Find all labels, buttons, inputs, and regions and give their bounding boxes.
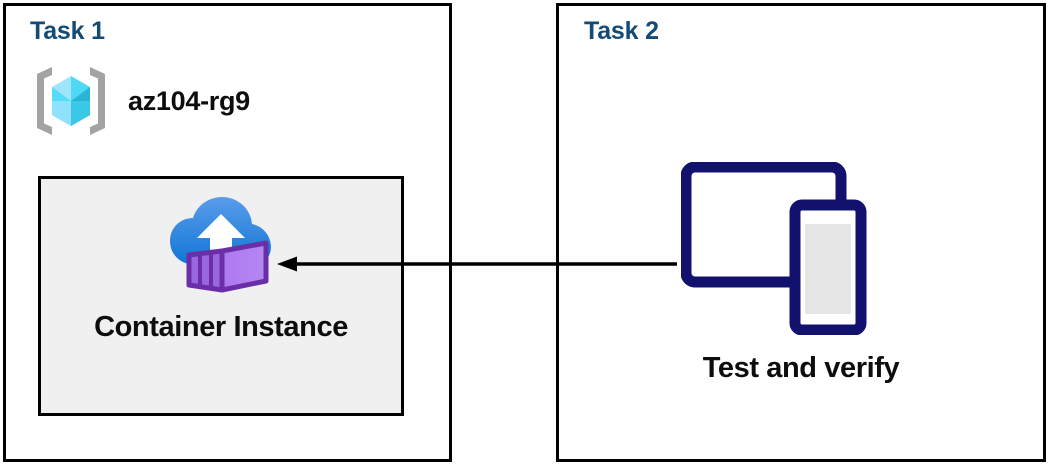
task-2-title: Task 2 (584, 17, 659, 45)
container-instance-panel: Container Instance (38, 176, 404, 416)
resource-group-row: az104-rg9 (30, 60, 250, 142)
task-1-title: Task 1 (30, 17, 105, 45)
azure-resource-group-icon (30, 60, 112, 142)
resource-group-label: az104-rg9 (128, 85, 250, 116)
test-and-verify-label: Test and verify (702, 352, 900, 384)
container-instance-label: Container Instance (94, 311, 348, 343)
